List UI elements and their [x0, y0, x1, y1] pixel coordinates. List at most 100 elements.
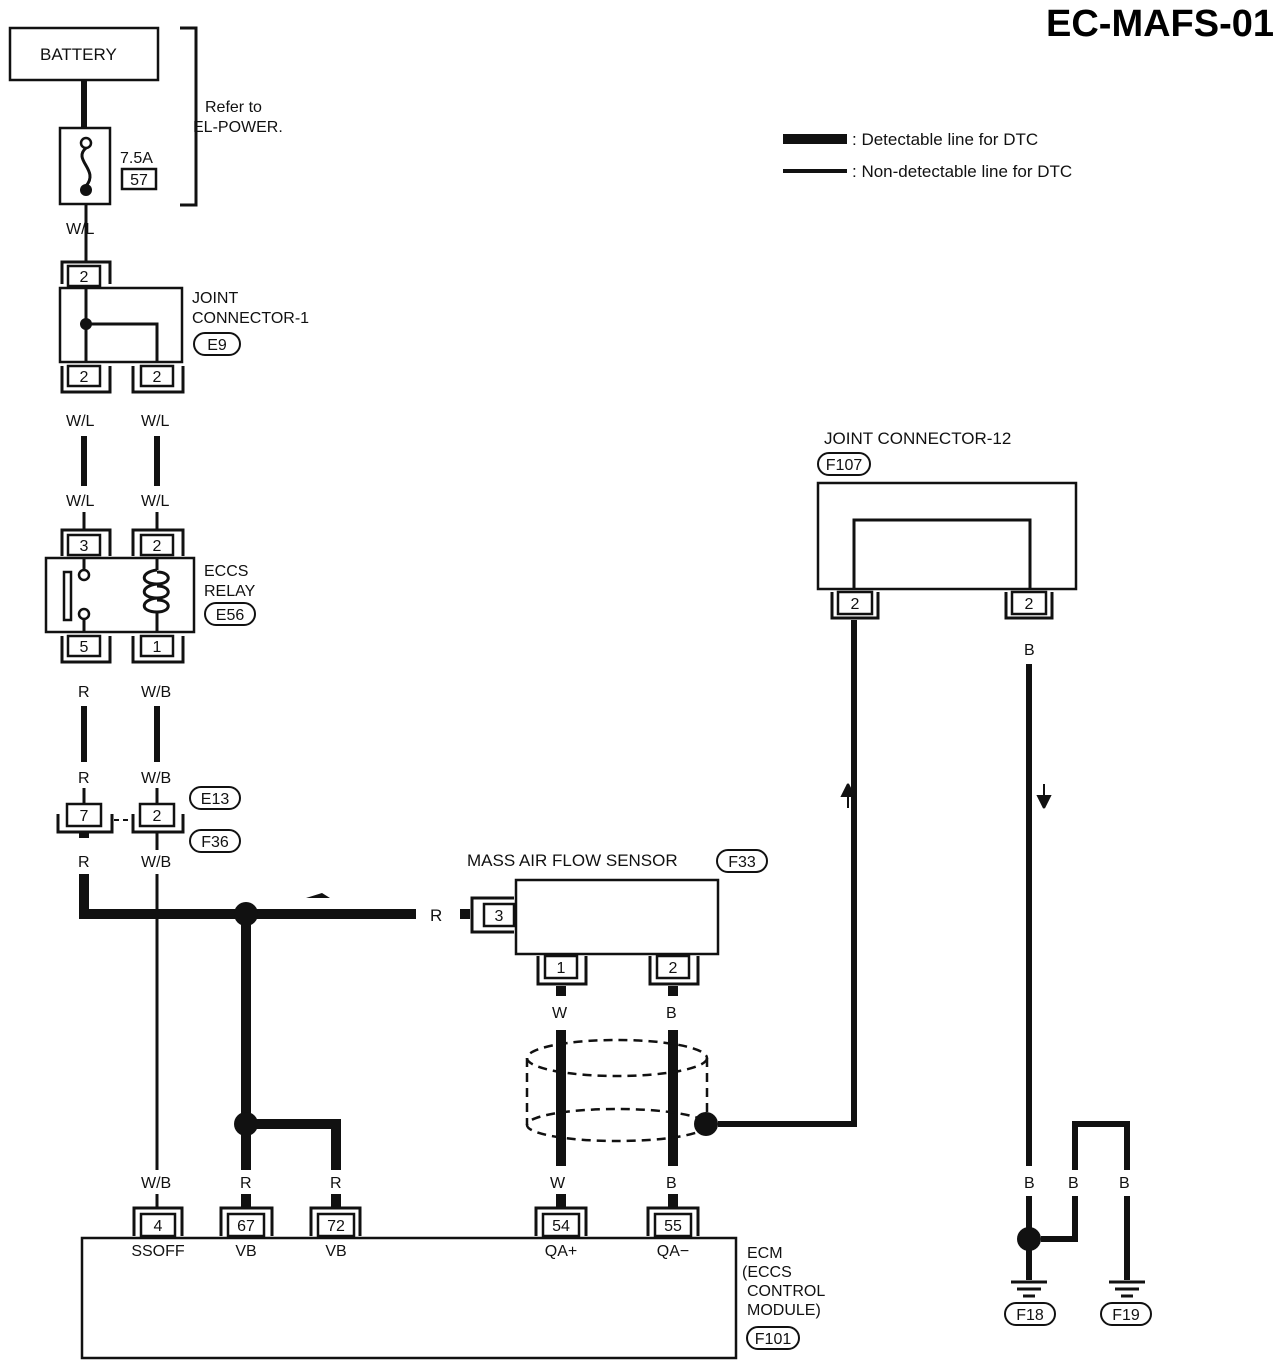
relay-id-badge	[204, 602, 256, 626]
refer-line1: Refer to	[205, 99, 262, 116]
legend-thin-line	[783, 169, 847, 173]
e13-badge	[189, 786, 241, 810]
fuse-number-box	[120, 167, 158, 191]
relay-bottom-left-bracket	[60, 636, 112, 664]
relay-contact-bottom	[77, 607, 91, 621]
ecm-pin72-box	[316, 1212, 356, 1238]
relay-pin1-box	[139, 634, 175, 658]
f19-badge	[1100, 1302, 1152, 1326]
maf-pin2-bracket	[648, 956, 700, 986]
relay-id: E56	[216, 607, 245, 624]
joint-connector-12-box	[816, 481, 1078, 591]
maf-id-badge	[716, 849, 768, 873]
j12-right-bracket	[1004, 592, 1054, 620]
j12-left-bracket	[830, 592, 880, 620]
shield-top	[525, 1038, 709, 1078]
wire-label-wl-5: W/L	[141, 493, 170, 510]
wire-ground-link-a	[1041, 1196, 1078, 1242]
wire-label-r-maf: R	[430, 906, 442, 925]
ecm-pin67-bracket	[219, 1206, 274, 1236]
ecm-term-qa-plus: QA+	[545, 1243, 577, 1260]
relay-label-line1: ECCS	[204, 563, 248, 580]
maf-label: MASS AIR FLOW SENSOR	[467, 851, 678, 870]
ecm-pin54-box	[541, 1212, 581, 1238]
ground-symbol-f19	[1109, 1280, 1145, 1298]
relay-top-left-bracket	[60, 528, 112, 556]
wire-label-r-3: R	[78, 854, 90, 871]
j12-internal	[852, 518, 1032, 589]
arrow-down-icon	[1036, 784, 1052, 809]
conn-pin7-box	[65, 802, 103, 828]
maf-pin1-box	[543, 954, 579, 980]
ecm-label-line1: ECM	[747, 1245, 783, 1262]
j1-splice-dot	[80, 318, 92, 330]
ecm-pin4: 4	[154, 1218, 163, 1235]
relay-pin5-box	[66, 634, 102, 658]
wire-label-wb-2: W/B	[141, 770, 171, 787]
j12-label: JOINT CONNECTOR-12	[824, 429, 1011, 448]
ecm-pin67-box	[226, 1212, 266, 1238]
j12-id: F107	[826, 457, 863, 474]
j12-left-pin: 2	[851, 596, 860, 613]
wire-label-wb-4: W/B	[141, 1175, 171, 1192]
ecm-id: F101	[755, 1331, 792, 1348]
j12-left-pin-box	[836, 590, 874, 616]
f19-id: F19	[1112, 1307, 1140, 1324]
ecm-pin55: 55	[664, 1218, 682, 1235]
ecm-pin55-box	[653, 1212, 693, 1238]
ecm-term-ssoff: SSOFF	[131, 1243, 185, 1260]
j12-right-pin-box	[1010, 590, 1048, 616]
diagram-id: EC-MAFS-01	[1046, 3, 1274, 45]
ecm-pin72: 72	[327, 1218, 345, 1235]
legend-detectable-label: : Detectable line for DTC	[852, 130, 1038, 149]
relay-pin1: 1	[153, 639, 162, 656]
wire-label-w-2: W	[550, 1175, 566, 1192]
j12-right-pin: 2	[1025, 596, 1034, 613]
ecm-label-line3: CONTROL	[747, 1283, 825, 1300]
wire-label-b-1: B	[666, 1005, 677, 1022]
wire-label-b-4: B	[1024, 1175, 1035, 1192]
f18-id: F18	[1016, 1307, 1044, 1324]
ecm-id-badge	[746, 1326, 800, 1350]
wire-r-to-72	[246, 1119, 341, 1170]
wire-shield-drain	[718, 620, 857, 1127]
j1-br-pin: 2	[153, 369, 162, 386]
maf-pin2-box	[655, 954, 691, 980]
fuse-number: 57	[130, 172, 148, 189]
j1-id-badge	[193, 332, 241, 356]
wire-label-w-1: W	[552, 1005, 568, 1022]
shield-bottom	[525, 1107, 709, 1143]
j1-bl-pin: 2	[80, 369, 89, 386]
relay-pin3-box	[66, 533, 102, 557]
conn-pin2-box	[138, 802, 176, 828]
j12-id-badge	[817, 452, 871, 476]
wire-label-b-5: B	[1068, 1175, 1079, 1192]
ecm-pin55-bracket	[646, 1206, 700, 1236]
relay-pin2-box	[139, 533, 175, 557]
fuse-rating: 7.5A	[120, 150, 153, 167]
legend-thick-line	[783, 134, 847, 144]
j1-label-line1: JOINT	[192, 290, 238, 307]
conn-pin2: 2	[153, 808, 162, 825]
ecm-pin72-bracket	[309, 1206, 362, 1236]
j1-bottom-right-bracket	[131, 366, 185, 394]
ecm-pin4-box	[139, 1212, 177, 1238]
j1-label-line2: CONNECTOR-1	[192, 310, 309, 327]
legend: : Detectable line for DTC : Non-detectab…	[783, 130, 1072, 181]
ecm-pin4-bracket	[132, 1206, 184, 1236]
ecm-term-vb-1: VB	[235, 1243, 256, 1260]
wire-label-b-6: B	[1119, 1175, 1130, 1192]
shield-drain-dot	[694, 1112, 718, 1136]
arrow-right-icon	[306, 893, 330, 898]
j1-top-pin: 2	[80, 269, 89, 286]
maf-pin3: 3	[495, 908, 504, 925]
j1-top-pin-box	[66, 264, 102, 288]
maf-pin2: 2	[669, 960, 678, 977]
j1-br-pin-box	[139, 364, 175, 388]
relay-pin5: 5	[80, 639, 89, 656]
battery-label: BATTERY	[40, 45, 117, 64]
j1-top-bracket	[60, 260, 112, 284]
wire-label-wb-3: W/B	[141, 854, 171, 871]
relay-contact-top	[77, 568, 91, 582]
ecm-term-qa-minus: QA−	[657, 1243, 689, 1260]
